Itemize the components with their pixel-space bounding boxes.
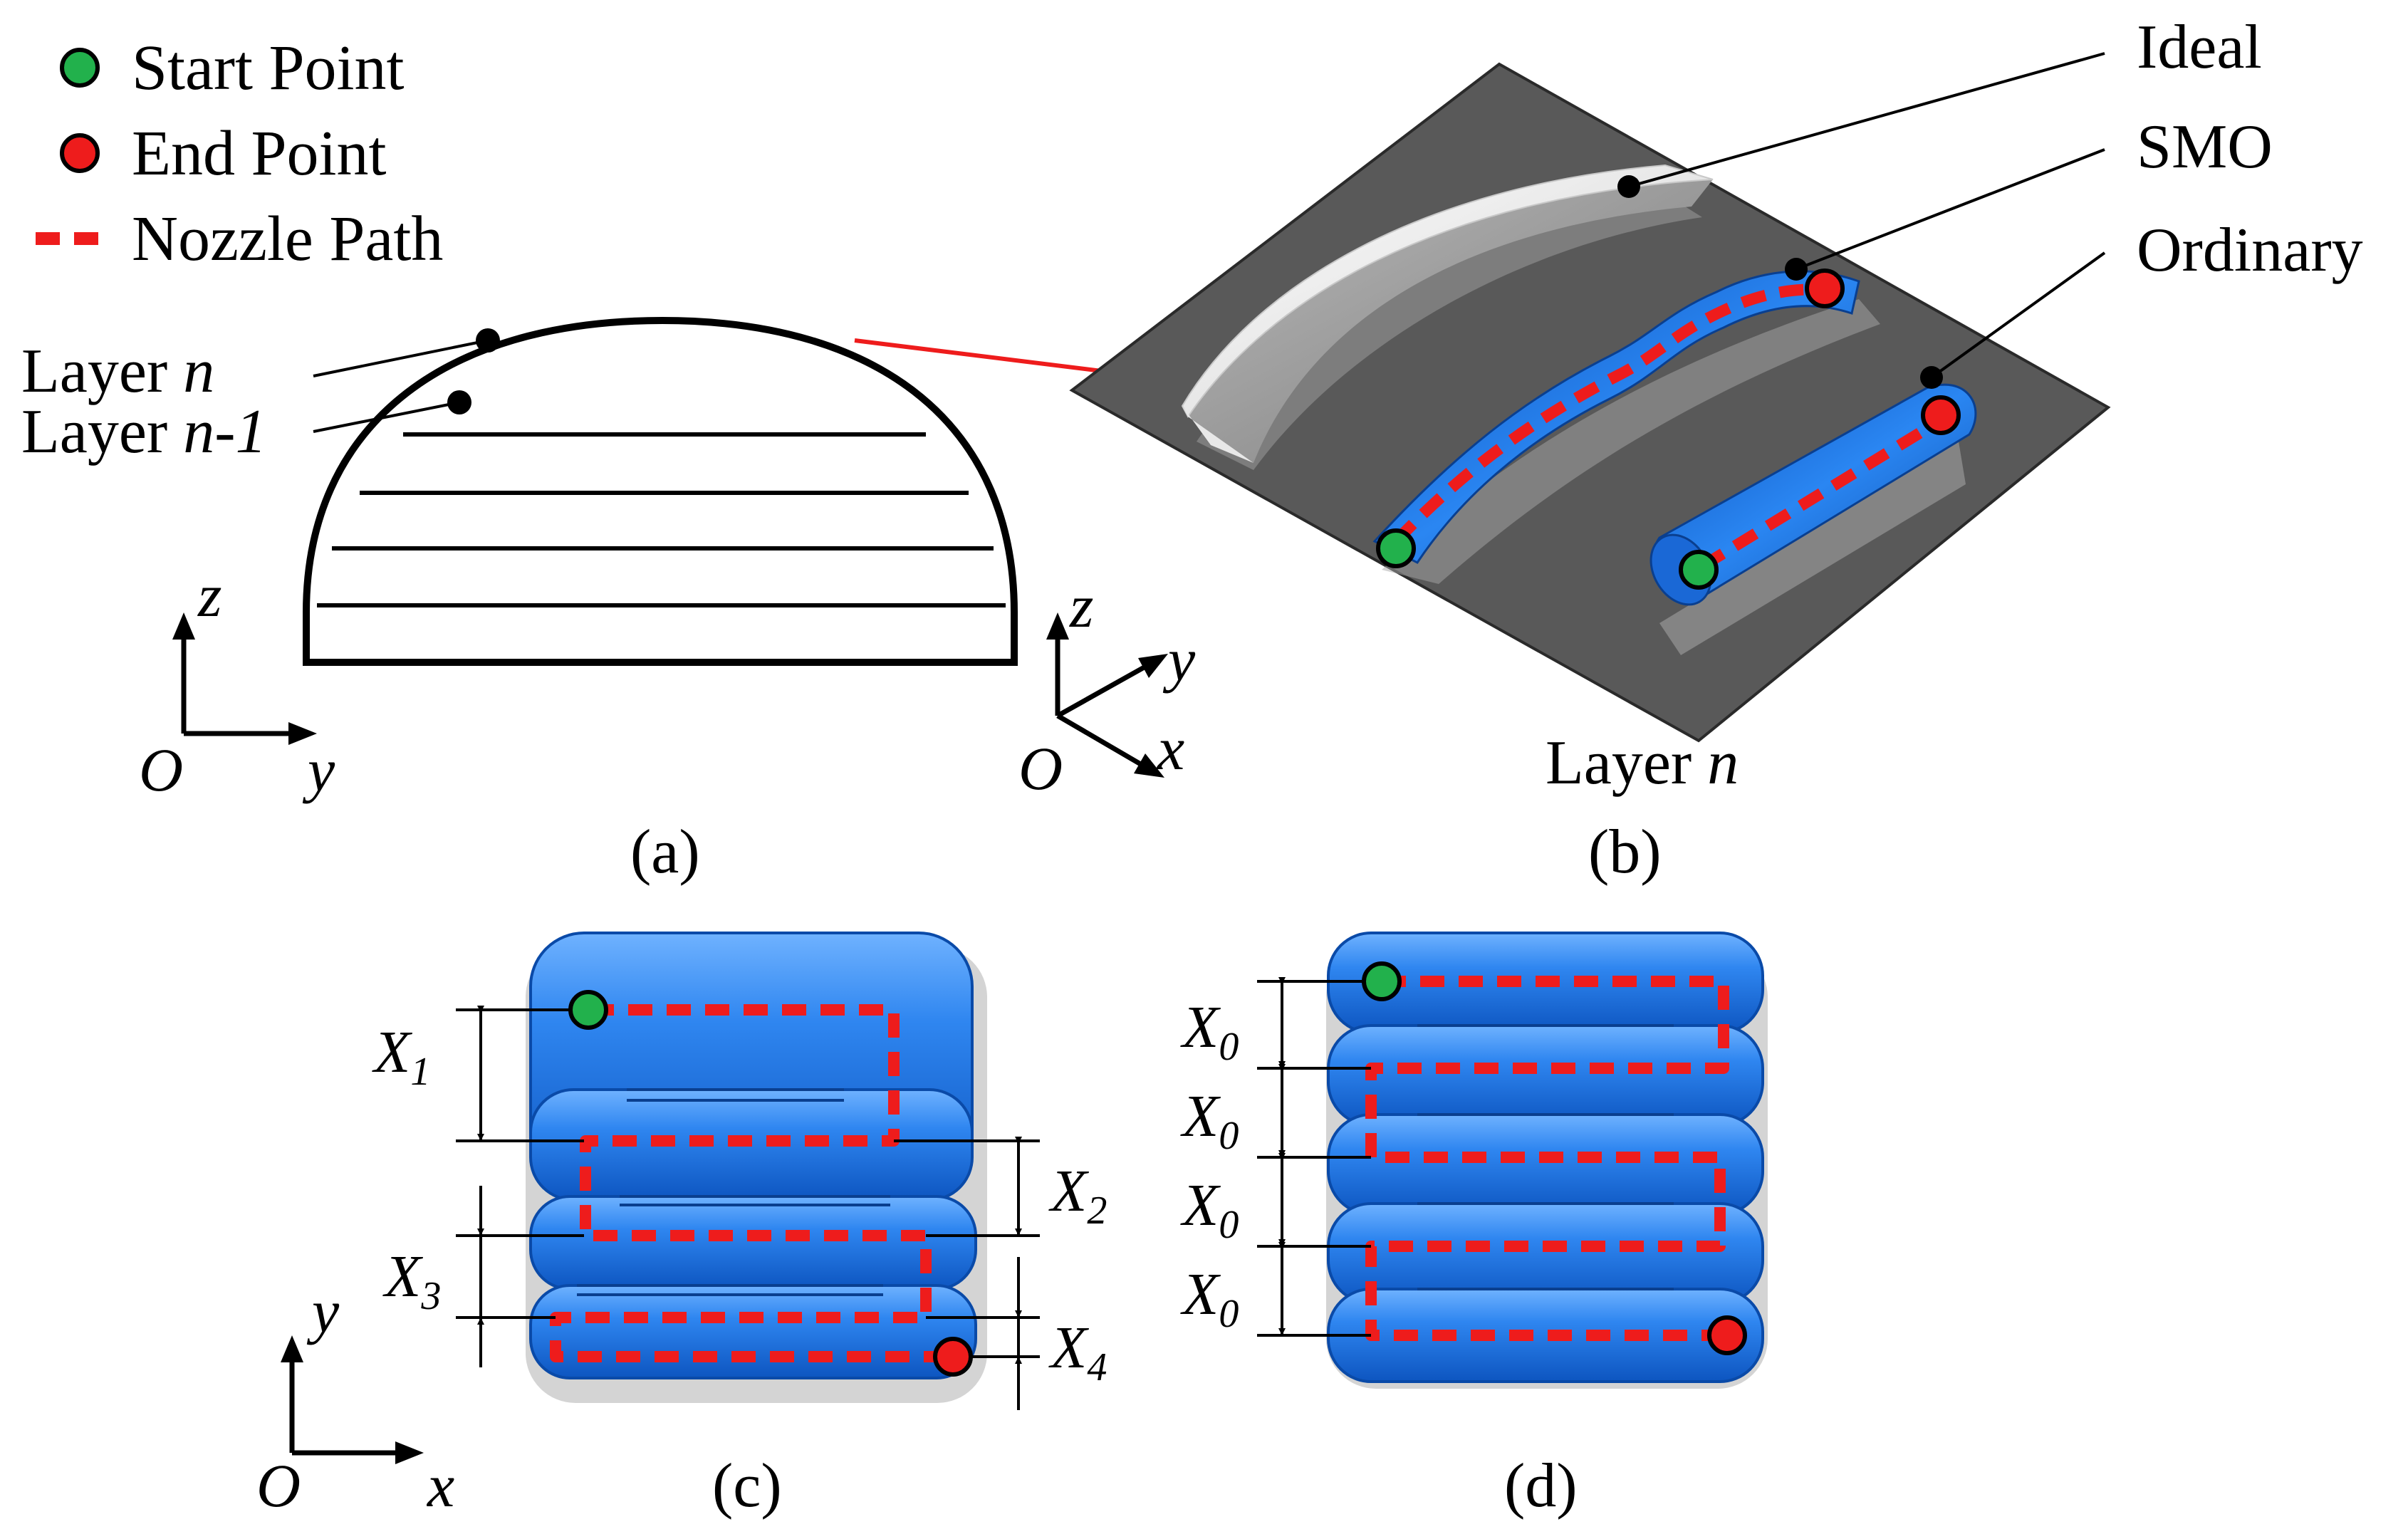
axes-b: O z y x: [1018, 572, 1196, 803]
ordinary-nozzle-path: [1699, 414, 1946, 571]
d-bead-2: [1327, 1024, 1764, 1127]
axes-c: O y x: [256, 1277, 454, 1520]
d-end-point: [1707, 1315, 1747, 1355]
d-dim-3: X0: [1180, 1172, 1239, 1247]
axis-c-x: x: [426, 1451, 454, 1520]
legend-end-label: End Point: [132, 118, 387, 189]
caption-a: (a): [630, 818, 700, 887]
ideal-bead: [1181, 164, 1714, 463]
d-dim-4: X0: [1180, 1261, 1239, 1336]
layer-n-label: Layer n: [21, 337, 214, 406]
ordinary-start-point: [1679, 550, 1719, 590]
label-smo: SMO: [2137, 113, 2273, 182]
panel-c: X1 X2 X3 X4 O y x (c): [256, 932, 1107, 1520]
legend: Start Point End Point Nozzle Path: [36, 33, 443, 274]
c-start-point: [568, 990, 608, 1030]
axes-a: O z y: [139, 561, 335, 804]
d-start-point: [1362, 961, 1402, 1001]
ordinary-end-point: [1921, 395, 1961, 435]
c-dim-x4: X4: [1048, 1315, 1107, 1389]
axis-a-origin: O: [139, 736, 183, 804]
layer-n-b-label: Layer n: [1546, 729, 1739, 798]
d-dim-1: X0: [1180, 994, 1239, 1069]
legend-end-marker: [60, 133, 100, 173]
c-dim-x1: X1: [372, 1019, 430, 1094]
axis-b-y: y: [1162, 625, 1196, 694]
axis-b-x: x: [1156, 714, 1184, 783]
layer-lines: [317, 432, 1006, 607]
c-bead-3: [529, 1195, 977, 1290]
c-dimensions: [456, 1006, 1040, 1410]
axis-b-z: z: [1069, 572, 1093, 640]
panel-d: X0 X0 X0 X0 (d): [1180, 932, 1768, 1520]
caption-b: (b): [1588, 818, 1662, 887]
d-dim-2: X0: [1180, 1083, 1239, 1158]
caption-d: (d): [1504, 1451, 1578, 1520]
c-bead-4: [529, 1284, 977, 1379]
d-bead-5: [1327, 1288, 1764, 1383]
legend-path-label: Nozzle Path: [132, 204, 443, 274]
legend-start-marker: [60, 48, 100, 88]
c-end-point: [933, 1337, 973, 1377]
axis-a-y: y: [302, 736, 335, 804]
axis-c-y: y: [306, 1277, 340, 1345]
smo-start-point: [1376, 528, 1416, 568]
c-dim-x2: X2: [1048, 1158, 1107, 1233]
axis-b-origin: O: [1018, 734, 1063, 803]
label-ordinary: Ordinary: [2137, 216, 2363, 285]
layer-n1-label: Layer n-1: [21, 397, 267, 466]
legend-start-label: Start Point: [132, 33, 405, 103]
panel-b: Ideal SMO Ordinary Layer n O z y x (b): [1018, 13, 2363, 887]
d-nozzle-path: [1365, 976, 1729, 1341]
c-dim-x3: X3: [382, 1243, 441, 1318]
d-bead-3: [1327, 1113, 1764, 1216]
label-ideal: Ideal: [2137, 13, 2262, 82]
caption-c: (c): [712, 1451, 782, 1520]
axis-c-origin: O: [256, 1451, 301, 1520]
c-nozzle-path: [550, 1004, 951, 1362]
smo-nozzle-path: [1392, 283, 1843, 546]
d-dimensions: [1257, 977, 1371, 1337]
axis-a-z: z: [197, 561, 221, 630]
smo-end-point: [1805, 268, 1845, 308]
